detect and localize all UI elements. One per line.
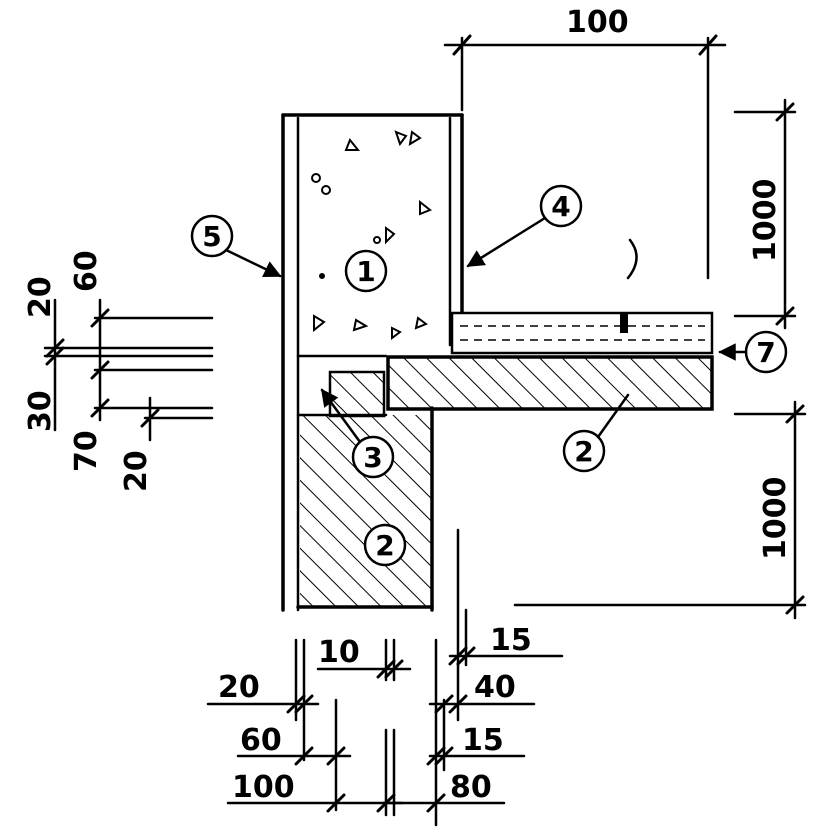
callout-4: 4 xyxy=(466,184,583,268)
dim-bottom-right: 15 40 15 80 xyxy=(382,528,564,827)
dim-right-lower-1000: 1000 xyxy=(758,477,793,561)
callout-2-lower: 2 xyxy=(363,523,407,567)
callout-1-label: 1 xyxy=(356,255,375,288)
dim-bottom-15-lower: 15 xyxy=(462,723,504,758)
dim-bottom-80: 80 xyxy=(450,770,492,805)
callout-2-slab: 2 xyxy=(562,393,630,473)
callout-7-label: 7 xyxy=(756,336,775,369)
callout-2-slab-label: 2 xyxy=(574,435,593,468)
dim-right-upper-1000: 1000 xyxy=(748,179,783,263)
dim-top-100: 100 xyxy=(566,5,629,40)
dim-left-chain: 20 60 30 70 20 xyxy=(23,250,214,492)
callout-3-label: 3 xyxy=(363,441,382,474)
concrete-aggregate-marks xyxy=(311,130,432,340)
dim-left-20-top: 20 xyxy=(23,276,58,318)
dim-left-60: 60 xyxy=(69,250,104,292)
callout-1: 1 xyxy=(344,249,388,293)
dim-bottom-40: 40 xyxy=(474,670,516,705)
dim-bottom-100: 100 xyxy=(232,770,295,805)
callout-3: 3 xyxy=(320,388,395,479)
dim-bottom-left: 10 20 60 100 xyxy=(206,635,412,817)
dim-right-upper: 1000 xyxy=(626,98,797,330)
dim-left-70: 70 xyxy=(69,430,104,472)
dim-bottom-15-upper: 15 xyxy=(490,623,532,658)
callout-7: 7 xyxy=(718,330,788,374)
dim-left-20-bottom: 20 xyxy=(119,450,154,492)
dim-left-30: 30 xyxy=(23,390,58,432)
dim-bottom-60: 60 xyxy=(240,723,282,758)
callout-2-lower-label: 2 xyxy=(375,529,394,562)
dim-bottom-10: 10 xyxy=(318,635,360,670)
dim-right-lower: 1000 xyxy=(513,400,807,620)
callout-4-label: 4 xyxy=(551,190,570,223)
dim-top: 100 xyxy=(443,5,727,280)
callout-5: 5 xyxy=(190,214,282,278)
wall-concrete-section xyxy=(281,113,464,612)
dim-bottom-20: 20 xyxy=(218,670,260,705)
key-joint xyxy=(328,370,386,418)
callout-5-label: 5 xyxy=(202,220,221,253)
slab-section xyxy=(386,311,714,411)
